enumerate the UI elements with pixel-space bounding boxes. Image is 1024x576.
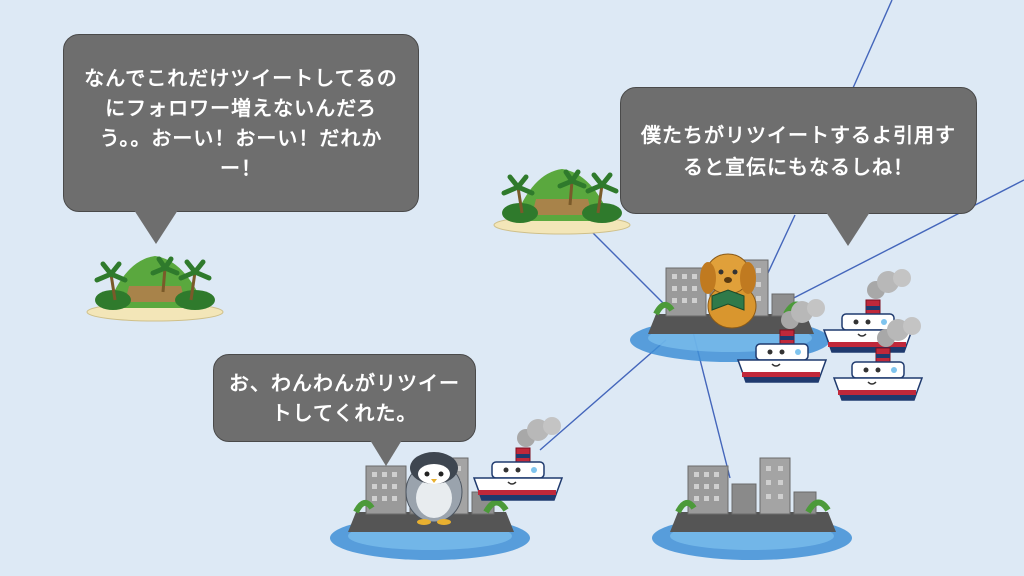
bubble-tail — [826, 212, 870, 246]
speech-bubble-top-left: なんでこれだけツイートしてるのにフォロワー増えないんだろう。。おーい！おーい！だ… — [63, 34, 419, 212]
speech-text-top-right: 僕たちがリツイートするよ引用すると宣伝にもなるしね！ — [641, 122, 956, 179]
bubble-tail — [370, 440, 402, 466]
speech-text-bottom-left: お、わんわんがリツイートしてくれた。 — [229, 371, 460, 425]
dog-icon — [700, 253, 757, 329]
speech-bubble-top-right: 僕たちがリツイートするよ引用すると宣伝にもなるしね！ — [620, 87, 977, 214]
retweet-lines — [539, 0, 1024, 479]
penguin-icon — [405, 452, 463, 525]
tropical-island-icon — [494, 169, 630, 234]
speech-text-top-left: なんでこれだけツイートしてるのにフォロワー増えないんだろう。。おーい！おーい！だ… — [84, 66, 398, 180]
speech-bubble-bottom-left: お、わんわんがリツイートしてくれた。 — [213, 354, 476, 442]
bubble-tail — [134, 210, 178, 244]
tropical-island-icon — [87, 256, 223, 321]
city-island-icon — [652, 458, 852, 560]
ship-icon — [473, 416, 563, 501]
